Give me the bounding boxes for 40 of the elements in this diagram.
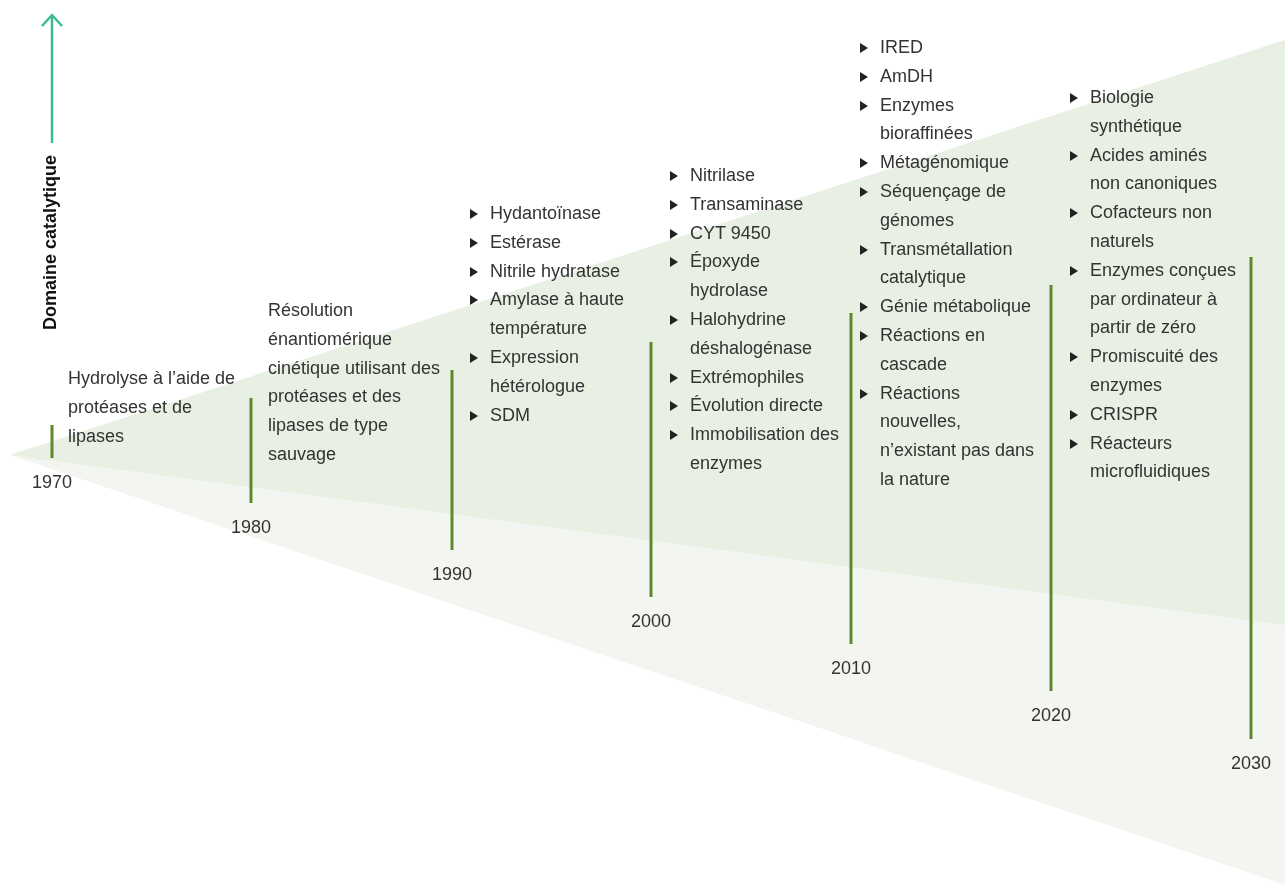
year-label: 1990 bbox=[430, 563, 473, 586]
list-item: Expression hétérologue bbox=[490, 346, 587, 398]
list-item: Réactions en cascade bbox=[880, 323, 987, 376]
list-item: Transmétallation catalytique bbox=[880, 237, 1014, 290]
list-item: Cofacteurs non naturels bbox=[1090, 201, 1214, 253]
list-item: Nitrilase bbox=[690, 164, 756, 187]
list-item: Époxyde hydrolase bbox=[690, 250, 770, 303]
year-label: 2020 bbox=[1029, 704, 1072, 727]
list-item: Évolution directe bbox=[690, 394, 825, 418]
list-item: Hydantoïnase bbox=[490, 202, 603, 225]
list-item: Estérase bbox=[490, 230, 563, 254]
list-item: Immobilisation des enzymes bbox=[690, 423, 840, 475]
list-item: Promiscuité des enzymes bbox=[1090, 345, 1220, 397]
list-item: Enzymes conçues par ordinateur à partir de zéro bbox=[1090, 258, 1238, 340]
list-item: Réactions nouvelles, n’existant pas dans la nature bbox=[880, 381, 1036, 491]
year-label: 1970 bbox=[30, 471, 73, 494]
list-item: Réacteurs microfluidiques bbox=[1090, 431, 1212, 484]
list-item: Génie métabolique bbox=[880, 295, 1033, 319]
year-label: 2030 bbox=[1229, 752, 1272, 775]
year-label: 1980 bbox=[229, 516, 272, 539]
list-item: CRISPR bbox=[1090, 402, 1159, 426]
list-item: SDM bbox=[490, 403, 531, 427]
list-item: Enzymes bioraffinées bbox=[880, 93, 974, 146]
axis-title: Domaine catalytique bbox=[40, 154, 61, 330]
list-item: Séquençage de génomes bbox=[880, 180, 1008, 232]
year-label: 2010 bbox=[829, 657, 872, 680]
list-item: Amylase à haute température bbox=[490, 288, 625, 341]
list-item: IRED bbox=[880, 36, 924, 59]
milestone-text: Hydrolyse à l’aide de protéases et de lipases bbox=[68, 367, 237, 448]
list-item: Biologie synthétique bbox=[1090, 86, 1184, 138]
list-item: Extrémophiles bbox=[690, 365, 806, 389]
year-label: 2000 bbox=[629, 610, 672, 633]
list-item: Nitrile hydratase bbox=[490, 259, 622, 283]
list-item: Halohydrine déshalogénase bbox=[690, 308, 814, 360]
list-item: AmDH bbox=[880, 64, 934, 88]
milestone-text: Résolution énantiomérique cinétique utilisant des protéases et des lipases de type sauvage bbox=[268, 299, 442, 466]
list-item: Transaminase bbox=[690, 192, 805, 216]
list-item: Métagénomique bbox=[880, 151, 1011, 175]
list-item: CYT 9450 bbox=[690, 221, 772, 245]
list-item: Acides aminés non canoniques bbox=[1090, 143, 1219, 196]
